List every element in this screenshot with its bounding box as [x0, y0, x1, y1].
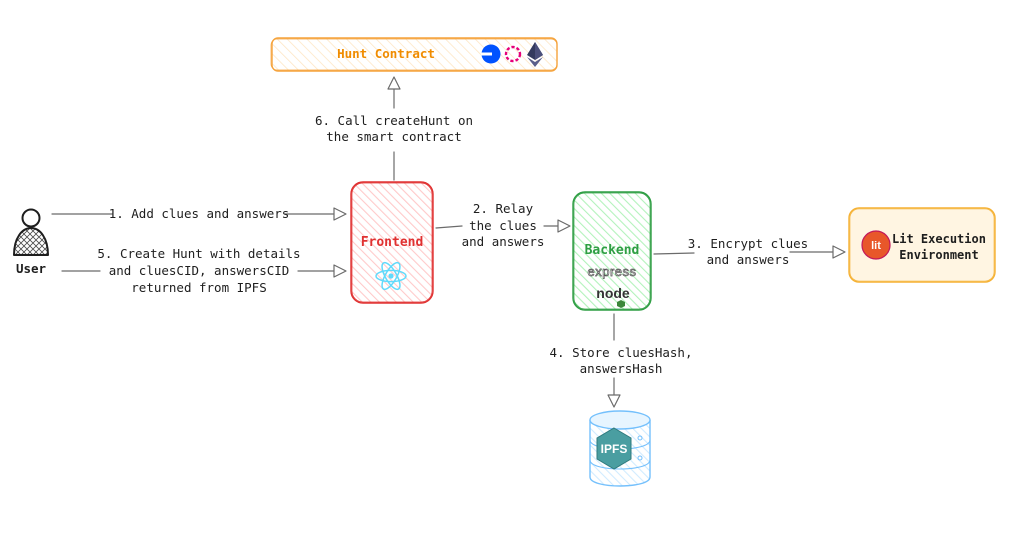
express-logo: express — [587, 264, 636, 279]
step1-label: 1. Add clues and answers — [109, 206, 290, 221]
step4-label-line2: answersHash — [580, 361, 663, 376]
step5-label-line2: and cluesCID, answersCID — [109, 263, 290, 278]
user-icon — [13, 208, 49, 256]
react-icon — [375, 261, 407, 291]
edge-labels: 1. Add clues and answers 5. Create Hunt … — [97, 113, 808, 376]
node-logo: node — [596, 285, 630, 308]
arrow-step6 — [387, 76, 401, 181]
step5-label-line3: returned from IPFS — [131, 280, 266, 295]
svg-text:node: node — [596, 285, 630, 301]
hunt-contract-node: Hunt Contract — [270, 37, 558, 72]
lit-logo: lit — [861, 230, 891, 260]
lit-node: lit Lit Execution Environment — [848, 207, 996, 283]
arrow-step2 — [435, 219, 571, 233]
step3-label-line2: and answers — [707, 252, 790, 267]
backend-node: Backend express node — [572, 191, 652, 311]
frontend-node: Frontend — [350, 181, 434, 304]
user-node: User — [13, 208, 49, 276]
arrow-step4 — [607, 313, 621, 408]
ethereum-logo — [527, 42, 543, 67]
base-logo — [481, 44, 501, 64]
step5-label-line1: 5. Create Hunt with details — [97, 246, 300, 261]
ipfs-node: IPFS — [589, 410, 651, 487]
step6-label-line1: 6. Call createHunt on — [315, 113, 473, 128]
arrow-step3 — [653, 245, 846, 259]
step2-label-line3: and answers — [462, 234, 545, 249]
step3-label-line1: 3. Encrypt clues — [688, 236, 808, 251]
backend-label: Backend — [585, 243, 640, 258]
svg-text:IPFS: IPFS — [601, 442, 628, 456]
arrow-step5 — [61, 264, 347, 278]
step2-label-line1: 2. Relay — [473, 201, 534, 216]
polkadot-logo — [504, 45, 522, 63]
ipfs-logo: IPFS — [596, 427, 632, 470]
step6-label-line2: the smart contract — [326, 129, 461, 144]
step2-label-line2: the clues — [469, 218, 537, 233]
lit-label-line2: Environment — [899, 248, 978, 262]
hunt-contract-label: Hunt Contract — [337, 46, 435, 61]
arrows — [51, 76, 846, 408]
svg-text:lit: lit — [871, 240, 881, 252]
frontend-label: Frontend — [361, 235, 424, 250]
arrow-step1 — [51, 207, 347, 221]
user-label: User — [16, 261, 47, 276]
step4-label-line1: 4. Store cluesHash, — [550, 345, 693, 360]
lit-label-line1: Lit Execution — [892, 232, 986, 246]
